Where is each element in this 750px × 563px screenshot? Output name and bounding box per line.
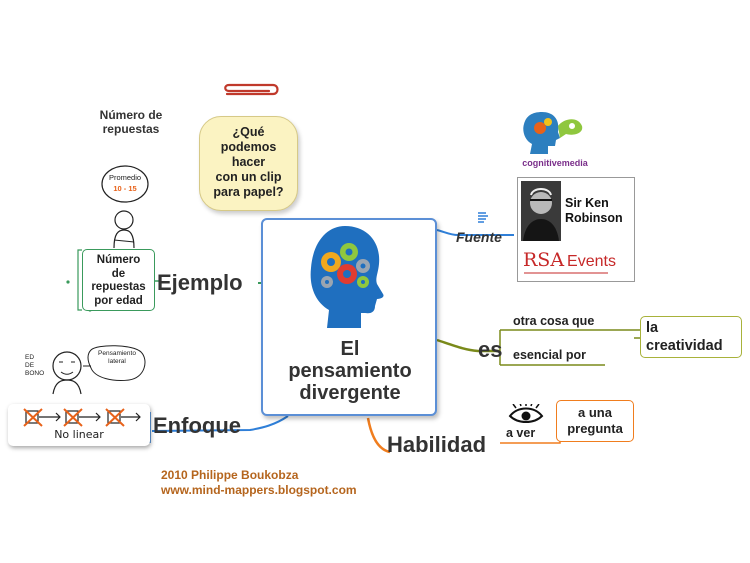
branch-fuente[interactable]: Fuente bbox=[456, 229, 502, 245]
by-age-line: repuestas bbox=[91, 281, 146, 293]
footer-website[interactable]: www.mind-mappers.blogspot.com bbox=[161, 483, 357, 497]
lateral-line: lateral bbox=[108, 358, 126, 365]
note-icon bbox=[478, 212, 488, 223]
branch-enfoque[interactable]: Enfoque bbox=[153, 413, 241, 438]
average-sketch-line: 10 - 15 bbox=[113, 184, 137, 193]
cognitive-media-text: cognitivemedia bbox=[522, 158, 588, 168]
eye-icon bbox=[508, 404, 544, 423]
average-sketch-line: Promedio bbox=[108, 173, 142, 182]
average-person-sketch-icon bbox=[101, 165, 149, 249]
head-gears-icon bbox=[310, 226, 384, 328]
de-bono-line: ED bbox=[25, 354, 35, 361]
link-habilidad bbox=[366, 417, 391, 454]
count-label-line: repuestas bbox=[102, 122, 160, 136]
branch-habilidad[interactable]: Habilidad bbox=[387, 432, 487, 457]
creatividad-line: creatividad bbox=[646, 338, 723, 354]
by-age-box[interactable] bbox=[82, 249, 155, 311]
link-fuente bbox=[436, 229, 514, 236]
es-line-1[interactable]: otra cosa que bbox=[513, 314, 595, 328]
pregunta-line: a una bbox=[578, 405, 612, 420]
question-line: podemos bbox=[220, 140, 277, 154]
a-una-pregunta-text: a una pregunta bbox=[556, 405, 634, 437]
question-line: ¿Qué bbox=[232, 125, 265, 139]
branch-es[interactable]: es bbox=[478, 337, 503, 362]
de-bono-sketch-label: ED DE BONO bbox=[25, 354, 51, 378]
rsa-underline bbox=[524, 272, 608, 274]
central-title-line: pensamiento bbox=[288, 360, 412, 382]
question-bubble[interactable] bbox=[199, 116, 298, 211]
by-age-line: por edad bbox=[94, 294, 143, 307]
by-age-text: Número de repuestas por edad bbox=[82, 254, 155, 308]
pregunta-line: pregunta bbox=[567, 421, 623, 436]
rsa-events: Events bbox=[567, 253, 616, 270]
link-es bbox=[436, 338, 500, 353]
by-age-line: de bbox=[111, 267, 126, 280]
question-line: hacer bbox=[231, 155, 266, 169]
bracket-ejemplo bbox=[77, 249, 82, 311]
bracket-dot bbox=[66, 280, 70, 284]
creatividad-box[interactable] bbox=[640, 316, 742, 358]
question-text: ¿Qué podemos hacer con un clip para pape… bbox=[199, 125, 298, 200]
lateral-line: Pensamiento bbox=[98, 350, 136, 357]
central-title: El pensamiento divergente bbox=[265, 338, 435, 404]
paperclip-icon bbox=[224, 83, 279, 96]
question-line: con un clip bbox=[215, 170, 282, 184]
person-name: Sir Ken Robinson bbox=[565, 196, 623, 226]
de-bono-line: DE BONO bbox=[25, 362, 45, 377]
central-title-line: El bbox=[340, 338, 360, 360]
person-name-line: Sir Ken bbox=[565, 196, 609, 210]
portrait-photo-icon bbox=[521, 181, 561, 241]
person-name-line: Robinson bbox=[565, 211, 623, 225]
lateral-sketch-label: Pensamiento lateral bbox=[91, 350, 143, 366]
branch-ejemplo[interactable]: Ejemplo bbox=[157, 270, 243, 295]
by-age-line: Número bbox=[96, 254, 141, 266]
link-enfoque bbox=[151, 415, 289, 432]
crossed-linear-steps-icon bbox=[23, 408, 141, 427]
es-line-2[interactable]: esencial por bbox=[513, 348, 586, 362]
question-line: para papel? bbox=[213, 185, 284, 199]
cognitive-media-logo-icon bbox=[523, 112, 583, 154]
a-una-pregunta-box[interactable] bbox=[556, 400, 634, 442]
creatividad-text: la creatividad bbox=[646, 319, 723, 355]
no-linear-label: No linear bbox=[54, 428, 104, 441]
count-label: Número de repuestas bbox=[86, 108, 176, 136]
footer-author: 2010 Philippe Boukobza bbox=[161, 468, 299, 482]
count-label-line: Número de bbox=[99, 108, 163, 122]
rsa-main: RSA bbox=[523, 249, 565, 271]
average-sketch-text: Promedio 10 - 15 bbox=[102, 172, 148, 194]
de-bono-sketch-icon bbox=[52, 345, 146, 395]
central-title-line: divergente bbox=[299, 382, 401, 404]
a-ver-label[interactable]: a ver bbox=[506, 426, 536, 440]
creatividad-line: la bbox=[646, 320, 659, 336]
